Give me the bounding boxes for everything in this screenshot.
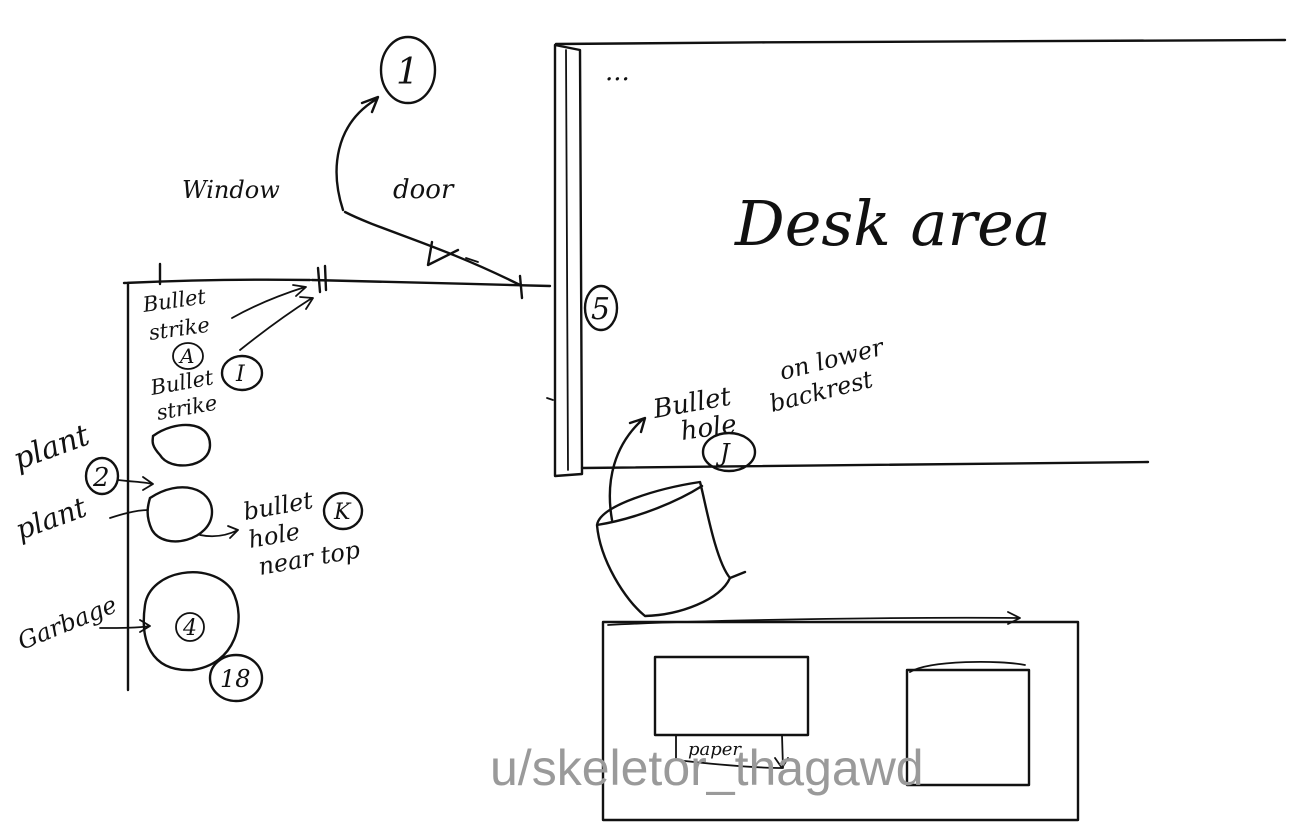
chair-sketch — [595, 480, 747, 618]
door-pointer-arrow — [426, 240, 460, 267]
arrow-garbage — [99, 619, 151, 633]
bullet-strike-1-line2: strike — [147, 313, 211, 345]
paper-sketch — [675, 734, 789, 769]
svg-text:18: 18 — [220, 665, 251, 693]
svg-text:K: K — [333, 500, 352, 525]
monitor-left — [653, 655, 810, 737]
partition-tick — [546, 397, 554, 401]
marker-A: A — [172, 342, 204, 370]
arrow-to-backrest-hole — [608, 416, 647, 522]
svg-text:A: A — [178, 344, 194, 368]
plant-1-circle — [151, 423, 212, 467]
plant-1-label: plant — [9, 418, 95, 478]
desk-partition — [553, 43, 584, 478]
door-small-dash — [465, 257, 479, 263]
marker-2: 2 — [84, 456, 120, 496]
door-hinge-tick — [518, 274, 524, 300]
plant-2-circle — [146, 486, 214, 543]
garbage-label: Garbage — [14, 591, 121, 656]
monitor-right-top — [909, 660, 1026, 673]
marker-4: 4 — [175, 612, 205, 642]
window-wall — [122, 278, 312, 285]
plant-2-label: plant — [11, 490, 91, 546]
door-swing-arc — [343, 210, 522, 287]
monitor-right — [905, 668, 1031, 787]
desk-top-arrow — [607, 611, 1021, 626]
marker-18: 18 — [208, 653, 264, 703]
arrow-to-marker-1 — [335, 95, 380, 212]
window-label: Window — [182, 176, 280, 204]
marker-1: 1 — [379, 35, 437, 105]
watermark-text: u/skeletor_thagawd — [490, 740, 924, 796]
svg-text:4: 4 — [182, 616, 197, 641]
garbage-circle — [142, 571, 240, 672]
arrow-bullet-strike-A — [231, 284, 307, 319]
desk-outline — [601, 620, 1080, 822]
left-wall — [126, 281, 130, 692]
door-label: door — [393, 175, 455, 205]
marker-K: K — [322, 491, 364, 531]
arrow-plant-2 — [117, 476, 154, 491]
marker-I: I — [220, 354, 264, 392]
svg-text:J: J — [715, 439, 731, 467]
window-end-tick — [316, 264, 328, 294]
marker-J: J — [701, 431, 757, 473]
arrow-plant-2b — [109, 509, 149, 519]
paper-label: paper — [688, 739, 742, 760]
svg-text:1: 1 — [396, 52, 419, 93]
desk-area-label: Desk area — [734, 187, 1051, 260]
arrow-bullet-strike-I — [239, 296, 314, 351]
arrow-bullet-hole-K — [199, 525, 239, 539]
desk-partition-inner — [565, 49, 569, 471]
bullet-strike-1-line1: Bullet — [140, 284, 208, 317]
desk-area-bottom-line — [580, 460, 1150, 470]
marker-5: 5 — [583, 284, 619, 332]
svg-text:2: 2 — [92, 463, 110, 493]
ellipsis-label: ... — [605, 57, 630, 87]
svg-text:5: 5 — [591, 292, 610, 327]
desk-area-top-line — [554, 38, 1287, 46]
svg-text:I: I — [235, 362, 246, 387]
